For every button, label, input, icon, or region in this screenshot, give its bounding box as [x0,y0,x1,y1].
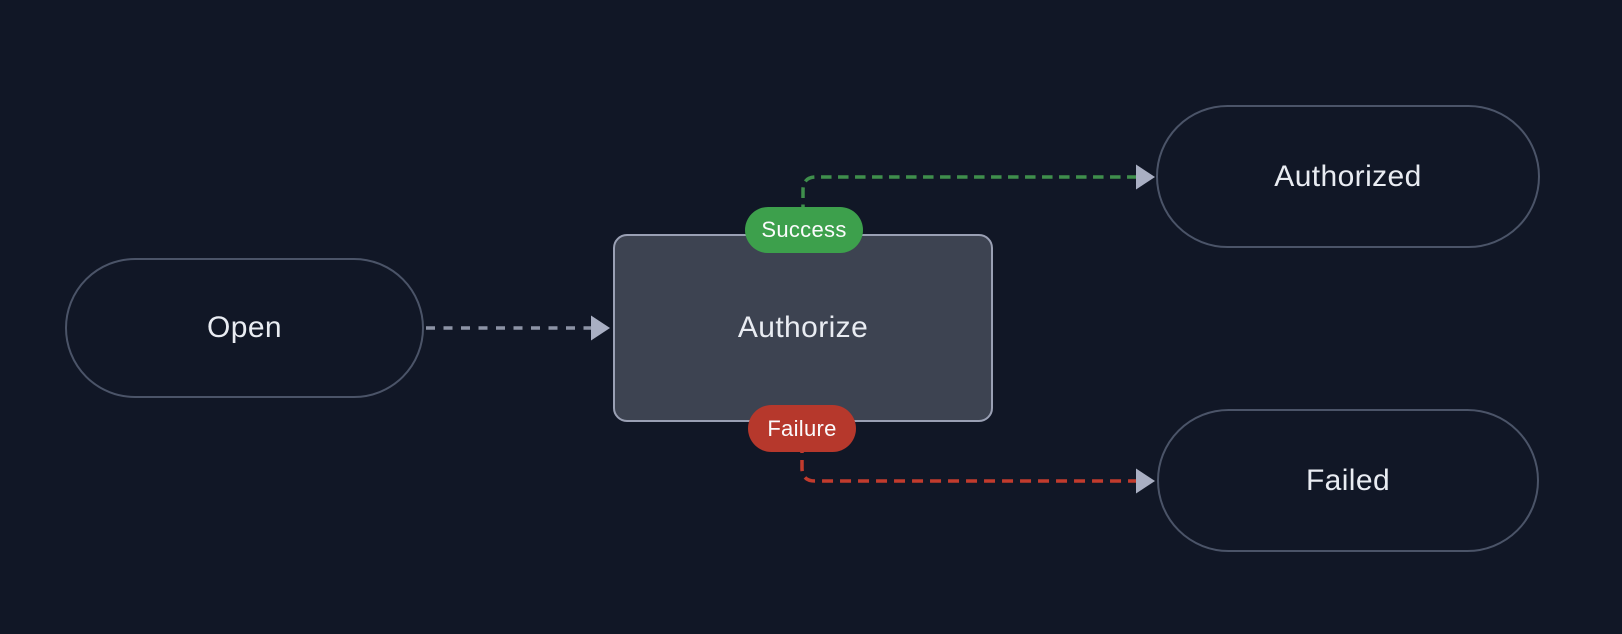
node-open-label: Open [207,311,282,344]
node-failed: Failed [1157,409,1539,552]
edge-label-failure: Failure [748,405,856,452]
node-authorize: Authorize [613,234,993,422]
node-authorize-label: Authorize [737,311,869,344]
node-authorized: Authorized [1156,105,1540,248]
arrowhead-authorize-to-failed-icon [1136,468,1155,494]
node-authorized-label: Authorized [1274,159,1422,193]
edge-label-success: Success [745,207,863,253]
edge-authorize-to-authorized [801,175,1136,232]
arrowhead-authorize-to-authorized-icon [1136,164,1155,190]
edge-label-success-text: Success [761,217,847,242]
node-failed-label: Failed [1305,463,1391,497]
arrowhead-open-to-authorize-icon [591,315,610,341]
node-open: Open [65,258,424,398]
edge-authorize-to-failed [800,424,1136,483]
edge-label-failure-text: Failure [767,415,837,441]
